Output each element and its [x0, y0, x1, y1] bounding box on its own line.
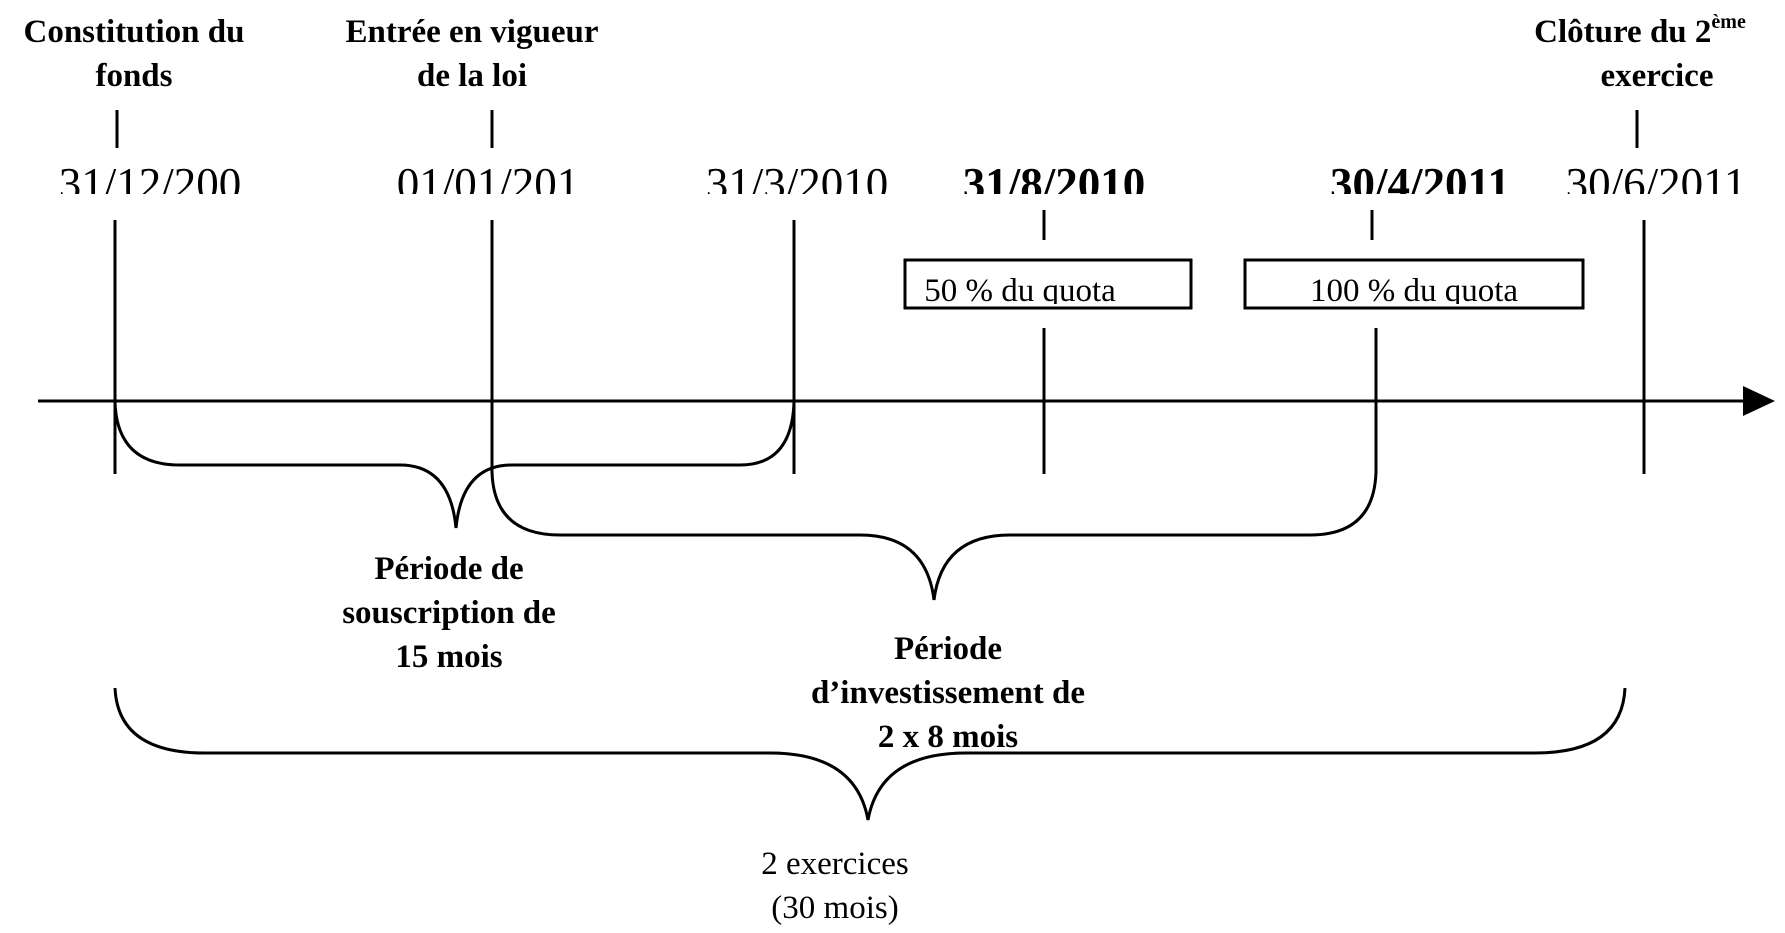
header-cloture-main: Clôture du 2 — [1534, 14, 1711, 50]
header-constitution-line1: Constitution du — [24, 14, 245, 50]
timeline-arrowhead — [1743, 386, 1775, 416]
date-30-6-2011: 30/6/2011 — [1566, 159, 1747, 209]
period-investissement-line3: 2 x 8 mois — [878, 719, 1018, 755]
date-30-4-2011: 30/4/2011 — [1330, 159, 1510, 209]
header-cloture-line1: Clôture du 2ème — [1534, 11, 1746, 50]
header-entree-line1: Entrée en vigueur — [346, 14, 599, 50]
period-souscription-line2: souscription de — [342, 595, 556, 631]
quota-label-100: 100 % du quota — [1310, 273, 1518, 309]
date-31-12-200: 31/12/200 — [59, 159, 242, 209]
period-exercices-line1: 2 exercices — [761, 846, 909, 882]
brace-investissement — [490, 471, 1378, 601]
header-entree-line2: de la loi — [417, 58, 527, 94]
brace-souscription — [113, 401, 796, 529]
quota-box-100 — [1243, 258, 1585, 310]
quota-label-50: 50 % du quota — [924, 273, 1116, 309]
quota-box-50 — [903, 258, 1193, 310]
date-31-3-2010: 31/3/2010 — [706, 159, 889, 209]
period-souscription-line1: Période de — [374, 551, 523, 587]
period-investissement-line1: Période — [894, 631, 1002, 667]
date-01-01-201: 01/01/201 — [397, 159, 580, 209]
header-constitution-line2: fonds — [95, 58, 172, 94]
header-cloture-line2: exercice — [1601, 58, 1714, 94]
period-investissement-line2: d’investissement de — [811, 675, 1085, 711]
header-cloture-sup: ème — [1711, 11, 1746, 33]
period-souscription-line3: 15 mois — [395, 639, 502, 675]
brace-exercices — [113, 687, 1627, 821]
period-exercices-line2: (30 mois) — [771, 890, 898, 926]
date-31-8-2010: 31/8/2010 — [963, 159, 1146, 209]
